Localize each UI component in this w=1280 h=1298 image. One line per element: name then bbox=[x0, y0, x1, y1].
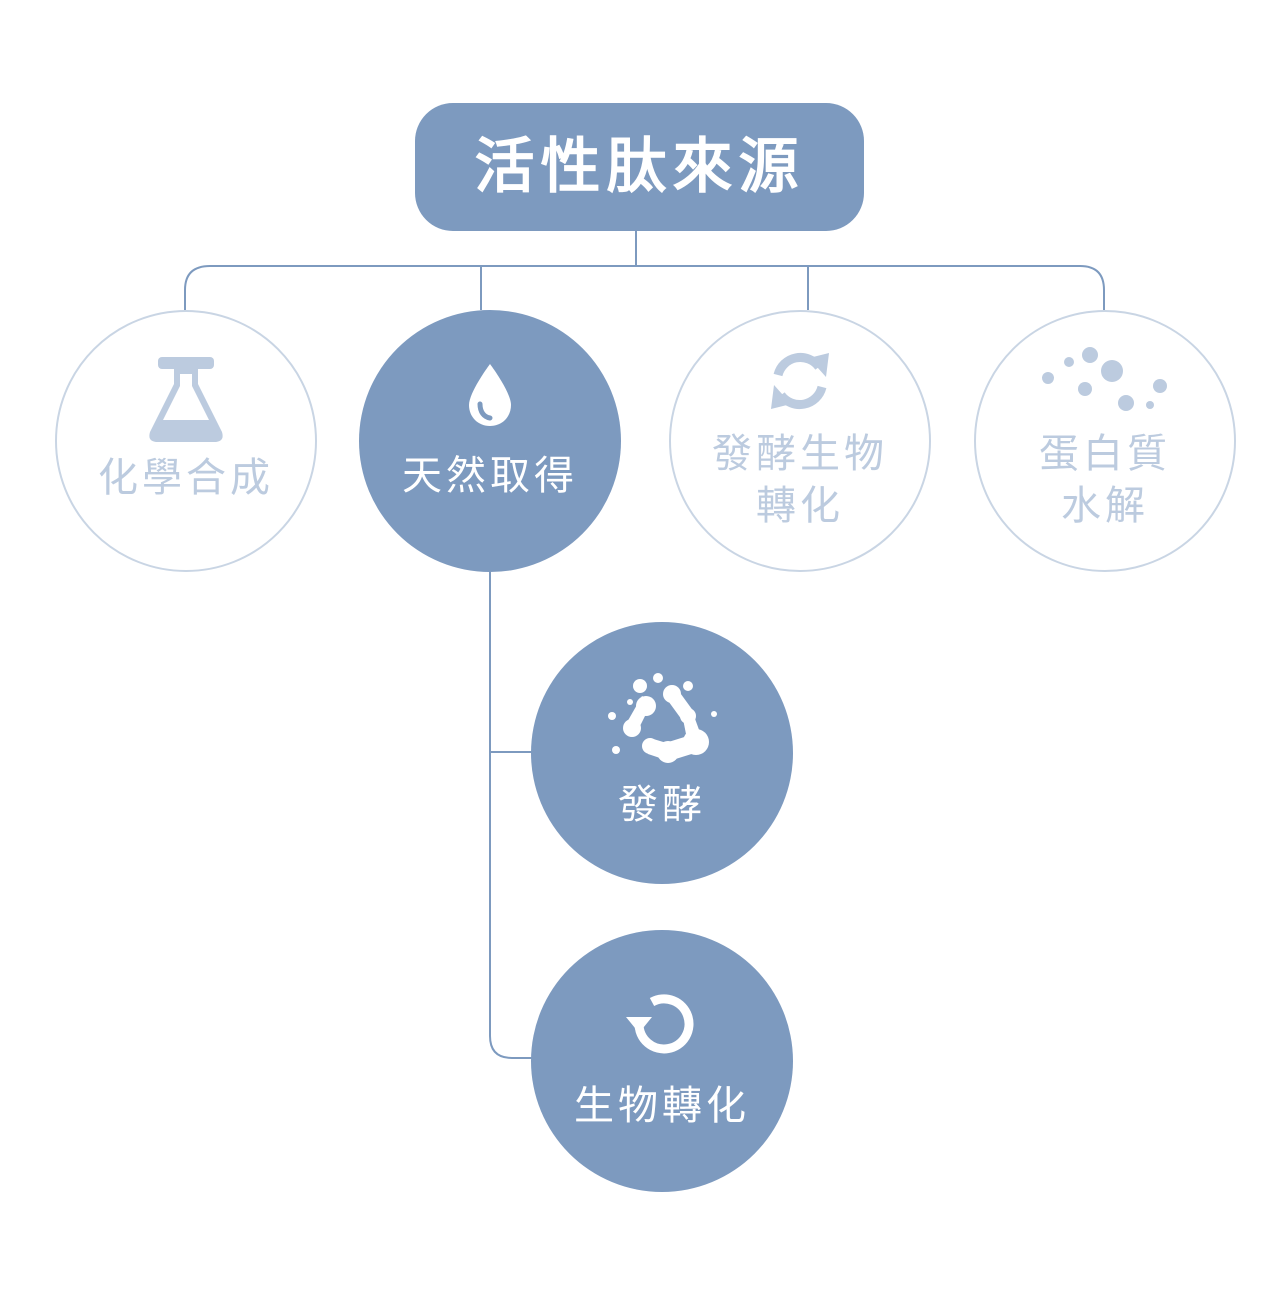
source-node-natural: 天然取得 bbox=[359, 310, 621, 572]
molecules-icon bbox=[608, 673, 717, 763]
sub-branch-line bbox=[489, 572, 535, 1059]
source-label: 化學合成 bbox=[98, 455, 274, 501]
sub-label: 發酵 bbox=[618, 782, 706, 828]
flask-icon bbox=[149, 357, 223, 442]
source-node-chemical-synthesis: 化學合成 bbox=[55, 310, 317, 572]
root-title: 活性肽來源 bbox=[474, 132, 805, 202]
rotate-arrow-icon bbox=[626, 994, 694, 1054]
source-label: 天然取得 bbox=[402, 453, 578, 499]
source-label: 蛋白質 水解 bbox=[1039, 431, 1171, 529]
root-node: 活性肽來源 bbox=[415, 103, 864, 231]
sub-node-fermentation: 發酵 bbox=[531, 622, 793, 884]
branch-bus-line bbox=[184, 265, 1105, 310]
source-node-protein-hydrolysis: 蛋白質 水解 bbox=[974, 310, 1236, 572]
source-label: 發酵生物 轉化 bbox=[712, 431, 888, 529]
dots-icon bbox=[1042, 347, 1167, 411]
sub-node-bioconversion: 生物轉化 bbox=[531, 930, 793, 1192]
source-node-fermentation-bioconversion: 發酵生物 轉化 bbox=[669, 310, 931, 572]
sub-label: 生物轉化 bbox=[574, 1083, 750, 1129]
recycle-arrows-icon bbox=[771, 352, 829, 410]
water-drop-icon bbox=[469, 364, 511, 426]
